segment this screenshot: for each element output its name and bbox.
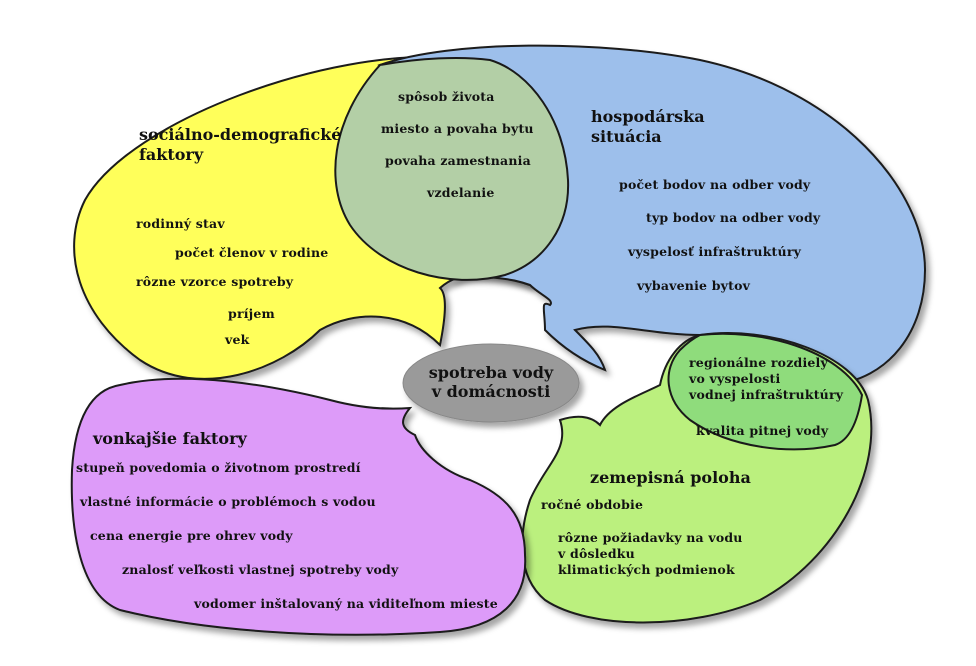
geographic-item: rôzne požiadavky na vodu v dôsledku klim… <box>558 530 743 578</box>
external-factors-region <box>70 377 527 636</box>
center-label-line2: v domácnosti <box>431 382 551 401</box>
external-item: cena energie pre ohrev vody <box>90 528 293 543</box>
geo-item2-line2: v dôsledku <box>558 546 635 561</box>
social-economic-overlap-region <box>334 56 570 281</box>
external-item: vodomer inštalovaný na viditeľnom mieste <box>194 596 498 611</box>
center-label: spotreba vody v domácnosti <box>410 363 572 401</box>
overlap-item: povaha zamestnania <box>385 153 531 168</box>
economic-item: počet bodov na odber vody <box>619 177 811 192</box>
economic-title-line2: situácia <box>591 127 662 146</box>
overlap-item: miesto a povaha bytu <box>381 121 534 136</box>
overlap-eg-line1: regionálne rozdiely <box>689 355 828 370</box>
social-item: rôzne vzorce spotreby <box>136 274 294 289</box>
economic-item: vyspelosť infraštruktúry <box>628 244 802 259</box>
economic-item: vybavenie bytov <box>637 278 751 293</box>
external-item: znalosť veľkosti vlastnej spotreby vody <box>122 562 399 577</box>
economic-geographic-overlap-region <box>667 332 864 451</box>
social-title-line2: faktory <box>139 145 204 164</box>
social-title-line1: sociálno-demografické <box>139 125 342 144</box>
geographic-location-title: zemepisná poloha <box>590 468 751 487</box>
overlap-eg-line3: vodnej infraštruktúry <box>689 387 844 402</box>
economic-title-line1: hospodárska <box>591 107 705 126</box>
overlap-item: vzdelanie <box>427 185 495 200</box>
overlap-item: spôsob života <box>398 89 495 104</box>
external-item: stupeň povedomia o životnom prostredí <box>76 460 361 475</box>
external-factors-title: vonkajšie faktory <box>93 429 247 448</box>
overlap-eg-item2: kvalita pitnej vody <box>696 423 829 438</box>
geo-item2-line1: rôzne požiadavky na vodu <box>558 530 743 545</box>
social-item: rodinný stav <box>136 216 225 231</box>
center-label-line1: spotreba vody <box>428 363 554 382</box>
economic-item: typ bodov na odber vody <box>646 210 821 225</box>
geographic-item: ročné obdobie <box>541 497 644 512</box>
economic-situation-title: hospodárska situácia <box>591 107 705 147</box>
social-demographic-title: sociálno-demografické faktory <box>139 125 341 165</box>
geo-item2-line3: klimatických podmienok <box>558 562 735 577</box>
overlap-eg-line2: vo vyspelosti <box>689 371 781 386</box>
center-water-consumption-ellipse <box>402 343 580 423</box>
social-item: počet členov v rodine <box>175 245 329 260</box>
economic-geographic-overlap-item: regionálne rozdiely vo vyspelosti vodnej… <box>689 355 843 403</box>
social-item: vek <box>225 332 250 347</box>
external-item: vlastné informácie o problémoch s vodou <box>80 494 376 509</box>
social-item: príjem <box>228 306 275 321</box>
